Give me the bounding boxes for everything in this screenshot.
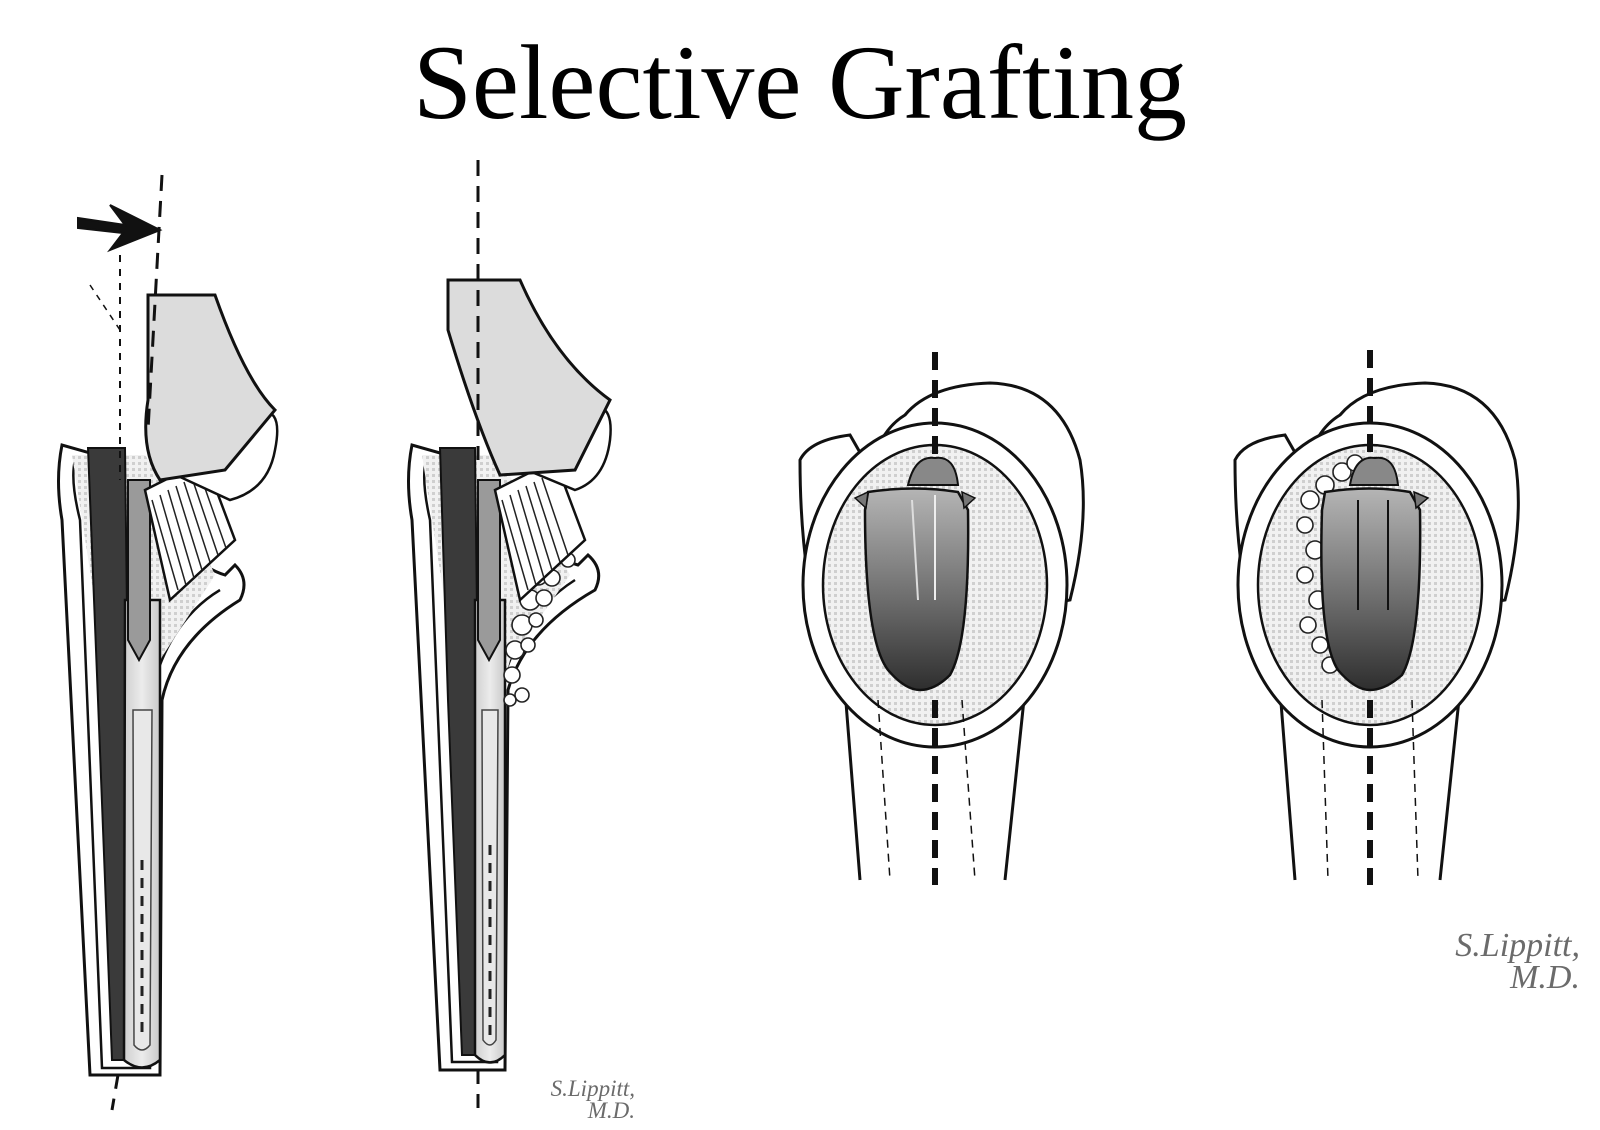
top-view-ungrafted bbox=[798, 352, 1085, 885]
signature-degree: M.D. bbox=[587, 1097, 635, 1123]
slide-title: Selective Grafting bbox=[412, 24, 1188, 141]
arrow-icon bbox=[77, 204, 163, 253]
bone-graft-chips bbox=[1296, 454, 1364, 674]
top-view-grafted bbox=[1233, 350, 1520, 885]
lateral-view-tilted bbox=[57, 174, 279, 1111]
signature-degree: M.D. bbox=[1510, 959, 1580, 997]
signature-name: S.Lippitt, bbox=[1455, 927, 1580, 964]
lateral-view-grafted bbox=[407, 160, 612, 1110]
signature-lippitt: S.Lippitt, M.D. bbox=[1420, 927, 1580, 997]
signature-lippitt: S.Lippitt, M.D. bbox=[520, 1076, 635, 1123]
signature-name: S.Lippitt, bbox=[550, 1076, 635, 1101]
